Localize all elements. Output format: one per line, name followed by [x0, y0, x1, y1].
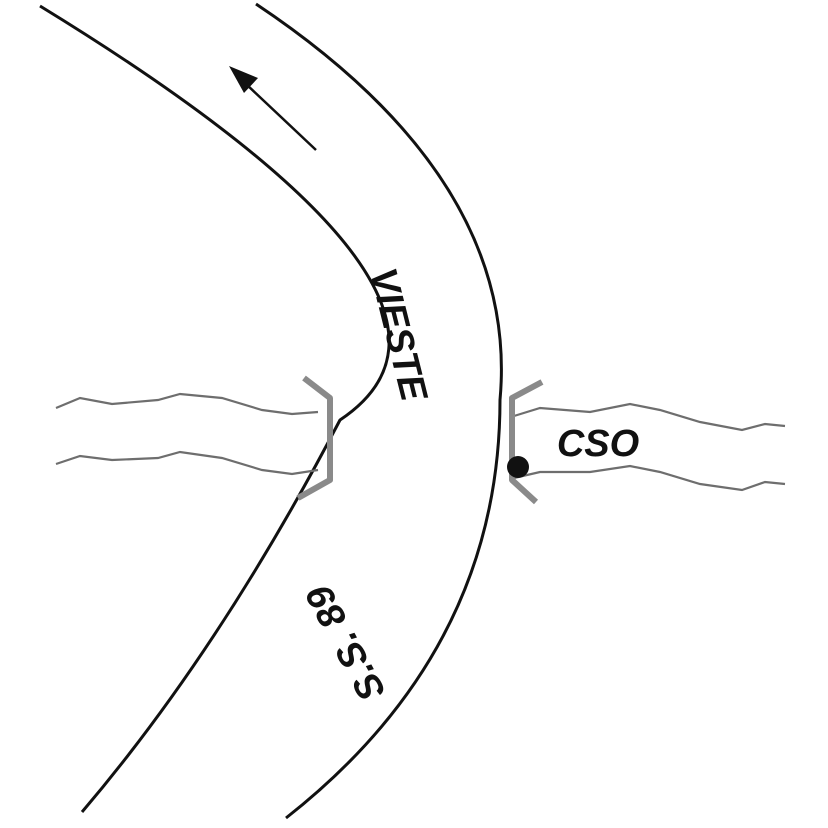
bridge-left-bracket	[296, 375, 333, 501]
river-bank-left-lower	[55, 450, 319, 476]
arrow-up-left-icon	[229, 66, 317, 151]
road-left-edge	[39, 4, 391, 813]
outlet-label: CSO	[557, 423, 639, 465]
road-name-label: VIESTE	[361, 264, 435, 407]
road-right-edge	[255, 2, 503, 820]
river-bank-right-lower	[513, 464, 786, 492]
outlet-point-marker	[507, 456, 529, 478]
river-bank-left-upper	[55, 392, 319, 416]
road-code-label: S.S. 89	[298, 578, 394, 708]
bridge-right-bracket	[509, 379, 544, 505]
river-bank-right-upper	[513, 402, 786, 432]
